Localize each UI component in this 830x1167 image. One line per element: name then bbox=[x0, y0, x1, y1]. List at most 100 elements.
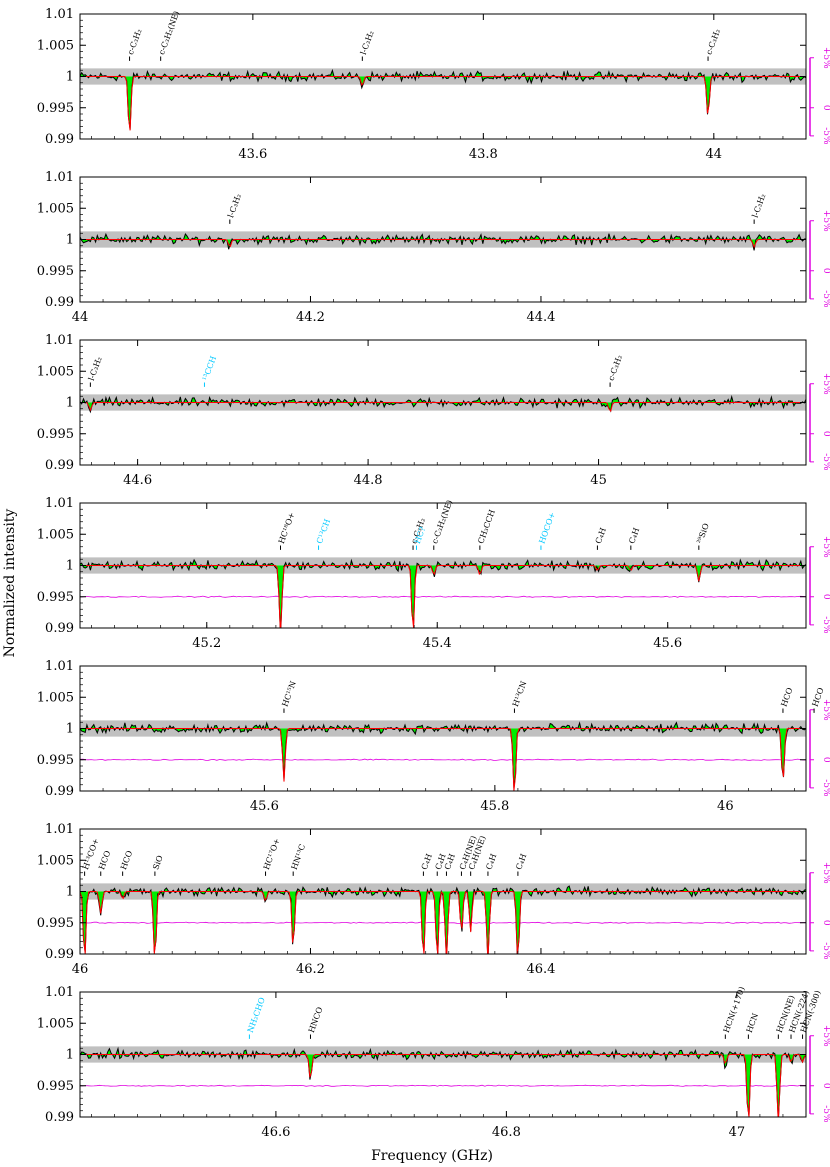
y-tick-label: 1.005 bbox=[37, 201, 74, 216]
residual-tick-label: -5% bbox=[821, 290, 830, 308]
line-label: HCN(+170) bbox=[722, 985, 747, 1033]
spectrum-fill bbox=[80, 233, 806, 251]
residual-tick-label: +5% bbox=[821, 536, 830, 558]
residual-tick-label: -5% bbox=[821, 127, 830, 145]
line-label: CH₃CCH bbox=[476, 508, 497, 544]
panel-plot-area bbox=[80, 557, 806, 628]
line-label: HC¹⁷O+ bbox=[262, 837, 282, 871]
x-tick-label: 43.6 bbox=[238, 147, 267, 162]
x-tick-label: 45.6 bbox=[653, 636, 682, 651]
y-tick-label: 1.005 bbox=[37, 38, 74, 53]
line-label: HNCO bbox=[307, 1005, 325, 1034]
panel-plot-area bbox=[80, 883, 806, 954]
panel-plot-area bbox=[80, 231, 806, 251]
x-tick-label: 46.4 bbox=[526, 962, 555, 977]
residual-tick-label: 0 bbox=[821, 920, 830, 926]
y-tick-label: 0.995 bbox=[37, 101, 74, 116]
line-label: l-C₃H₂ bbox=[87, 356, 104, 382]
residual-trace bbox=[80, 758, 806, 761]
residual-tick-label: 0 bbox=[821, 268, 830, 274]
residual-tick-label: -5% bbox=[821, 453, 830, 471]
x-tick-label: 46.2 bbox=[296, 962, 325, 977]
residual-tick-label: 0 bbox=[821, 757, 830, 763]
model-spectrum bbox=[80, 239, 806, 249]
y-tick-label: 1.005 bbox=[37, 527, 74, 542]
x-tick-label: 44.2 bbox=[296, 310, 325, 325]
x-tick-label: 44.4 bbox=[526, 310, 555, 325]
line-label: ¹³CCH bbox=[201, 355, 218, 382]
y-tick-label: 0.99 bbox=[45, 295, 74, 310]
x-tick-label: 45 bbox=[590, 473, 607, 488]
line-label: HC¹⁸O+ bbox=[277, 511, 297, 545]
residual-tick-label: 0 bbox=[821, 1083, 830, 1089]
y-tick-label: 1.005 bbox=[37, 853, 74, 868]
line-label: HCN bbox=[745, 1012, 760, 1034]
y-tick-label: 0.995 bbox=[37, 916, 74, 931]
x-tick-label: 46 bbox=[72, 962, 89, 977]
y-tick-label: 1.01 bbox=[45, 822, 74, 837]
panel-plot-area bbox=[80, 1046, 806, 1117]
residual-tick-label: -5% bbox=[821, 1105, 830, 1123]
line-label: C₄H bbox=[484, 853, 498, 871]
observed-spectrum bbox=[80, 1046, 806, 1117]
y-tick-label: 0.995 bbox=[37, 753, 74, 768]
residual-tick-label: 0 bbox=[821, 105, 830, 111]
y-tick-label: 0.99 bbox=[45, 947, 74, 962]
y-tick-label: 0.995 bbox=[37, 264, 74, 279]
panel-plot-area bbox=[80, 68, 806, 131]
spectrum-fill bbox=[80, 886, 806, 954]
y-tick-label: 1.01 bbox=[45, 333, 74, 348]
line-label: c-C₃H₂(NE) bbox=[157, 10, 181, 56]
y-tick-label: 1.01 bbox=[45, 496, 74, 511]
panel-plot-area bbox=[80, 720, 806, 791]
y-tick-label: 1 bbox=[66, 70, 74, 85]
line-label: C₄H bbox=[627, 527, 641, 545]
panel-plot-area bbox=[80, 394, 806, 414]
line-label: c-C₃H₂ bbox=[704, 28, 722, 56]
line-label: C₄H bbox=[420, 853, 434, 871]
x-tick-label: 44 bbox=[72, 310, 89, 325]
observed-spectrum bbox=[80, 721, 806, 789]
y-tick-label: 1 bbox=[66, 233, 74, 248]
y-tick-label: 1.01 bbox=[45, 7, 74, 22]
residual-trace bbox=[80, 921, 806, 924]
y-tick-label: 1 bbox=[66, 1048, 74, 1063]
residual-tick-label: 0 bbox=[821, 594, 830, 600]
observed-spectrum bbox=[80, 68, 806, 130]
residual-tick-label: +5% bbox=[821, 1025, 830, 1047]
model-spectrum bbox=[80, 728, 806, 791]
residual-tick-label: -5% bbox=[821, 942, 830, 960]
residual-tick-label: +5% bbox=[821, 862, 830, 884]
residual-tick-label: +5% bbox=[821, 47, 830, 69]
line-label: HOCO+ bbox=[537, 511, 557, 545]
residual-tick-label: +5% bbox=[821, 373, 830, 395]
x-tick-label: 45.6 bbox=[250, 799, 279, 814]
y-tick-label: 1.005 bbox=[37, 364, 74, 379]
x-tick-label: 45.4 bbox=[423, 636, 452, 651]
line-label: c-C₃H₂(NE) bbox=[430, 499, 454, 545]
model-spectrum bbox=[80, 891, 806, 954]
y-tick-label: 0.99 bbox=[45, 784, 74, 799]
y-tick-label: 1.005 bbox=[37, 690, 74, 705]
line-label: C₄H bbox=[594, 527, 608, 545]
line-label: ²⁹SiO bbox=[695, 522, 711, 545]
residual-trace bbox=[80, 1084, 806, 1087]
x-tick-label: 47 bbox=[729, 1125, 746, 1140]
line-label: HC¹⁵N bbox=[280, 680, 298, 708]
residual-tick-label: -5% bbox=[821, 779, 830, 797]
line-label: l-C₃H₂ bbox=[751, 193, 768, 219]
y-tick-label: 1.01 bbox=[45, 659, 74, 674]
y-tick-label: 0.995 bbox=[37, 1079, 74, 1094]
x-tick-label: 44.6 bbox=[123, 473, 152, 488]
line-label: NH₂CHO bbox=[246, 996, 267, 1034]
line-label: C₄H bbox=[514, 853, 528, 871]
y-axis-title: Normalized intensity bbox=[2, 509, 18, 658]
residual-trace bbox=[80, 595, 806, 598]
x-tick-label: 44.8 bbox=[354, 473, 383, 488]
